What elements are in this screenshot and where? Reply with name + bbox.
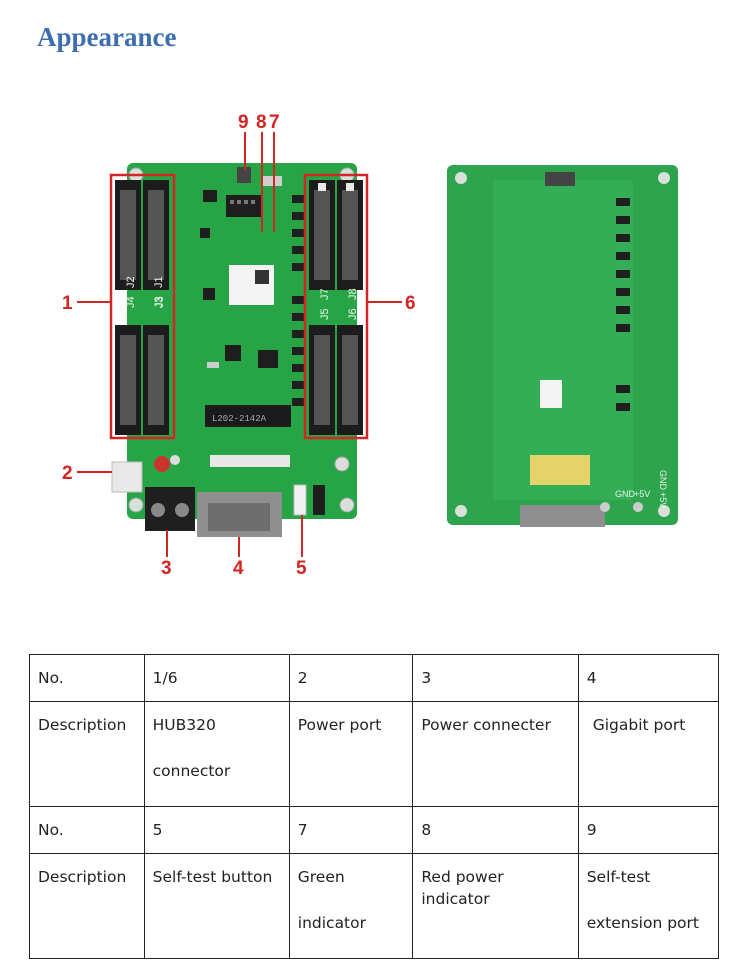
table-cell: Description [29, 853, 145, 959]
svg-text:J1: J1 [153, 276, 165, 288]
svg-text:J3: J3 [153, 296, 165, 308]
svg-text:J8: J8 [347, 288, 359, 300]
callout-leaders [77, 132, 402, 557]
table-cell: HUB320 connector [143, 701, 290, 807]
svg-text:8: 8 [256, 112, 267, 133]
table-row: No. 5 7 8 9 [29, 806, 720, 854]
table-cell: 3 [412, 654, 579, 702]
table-cell: Self-test button [143, 853, 290, 959]
table-cell: 9 [577, 806, 720, 854]
svg-text:J3: J3 [154, 296, 166, 308]
hub320-connectors-right [309, 180, 363, 435]
svg-text:J2: J2 [125, 276, 137, 288]
table-cell: Gigabit port [577, 701, 720, 807]
table-cell: 2 [288, 654, 414, 702]
table-cell: Power port [288, 701, 414, 807]
table-cell: 5 [143, 806, 290, 854]
svg-text:9: 9 [238, 112, 249, 133]
table-cell: Red power indicator [412, 853, 579, 959]
svg-text:7: 7 [269, 112, 280, 133]
table-cell: 7 [288, 806, 414, 854]
front-board: J3 J3 J1 J4 J2 J5 J7 J6 J8 [111, 163, 363, 537]
table-cell: Power connecter [412, 701, 579, 807]
svg-text:1: 1 [62, 293, 73, 314]
svg-text:5: 5 [296, 558, 307, 579]
svg-text:3: 3 [161, 558, 172, 579]
svg-text:GND: GND [658, 470, 668, 491]
svg-text:J5: J5 [319, 308, 331, 320]
svg-text:2: 2 [62, 463, 73, 484]
table-cell: Green indicator [288, 853, 414, 959]
page-title: Appearance [37, 22, 177, 52]
svg-text:J7: J7 [319, 288, 331, 300]
hub320-connectors-left: J3 [115, 180, 169, 435]
table-cell: No. [29, 654, 145, 702]
svg-text:4: 4 [233, 558, 244, 579]
spec-table: No. 1/6 2 3 4 Description HUB320 connect… [29, 654, 720, 959]
table-cell: No. [29, 806, 145, 854]
table-row: Description HUB320 connector Power port … [29, 701, 720, 807]
table-row: No. 1/6 2 3 4 [29, 654, 720, 702]
svg-text:+5V: +5V [634, 489, 650, 499]
svg-text:6: 6 [405, 293, 416, 314]
table-row: Description Self-test button Green indic… [29, 853, 720, 959]
connector-silkscreen: J3 J1 J4 J2 J5 J7 J6 J8 [125, 276, 359, 320]
svg-text:L202-2142A: L202-2142A [212, 414, 267, 424]
svg-text:GND: GND [615, 489, 636, 499]
svg-text:J6: J6 [347, 308, 359, 320]
board-figure: J3 J3 J1 J4 J2 J5 J7 J6 J8 [62, 112, 678, 579]
table-cell: 4 [577, 654, 720, 702]
table-cell: Self-test extension port [577, 853, 720, 959]
callout-numbers: 1 2 3 4 5 6 7 8 9 [62, 112, 416, 579]
svg-text:J4: J4 [125, 296, 137, 308]
table-cell: 1/6 [143, 654, 290, 702]
callout-boxes [109, 173, 369, 440]
svg-text:+5V: +5V [658, 492, 668, 508]
back-board: GND +5V GND +5V [447, 165, 678, 527]
table-cell: 8 [412, 806, 579, 854]
table-cell: Description [29, 701, 145, 807]
